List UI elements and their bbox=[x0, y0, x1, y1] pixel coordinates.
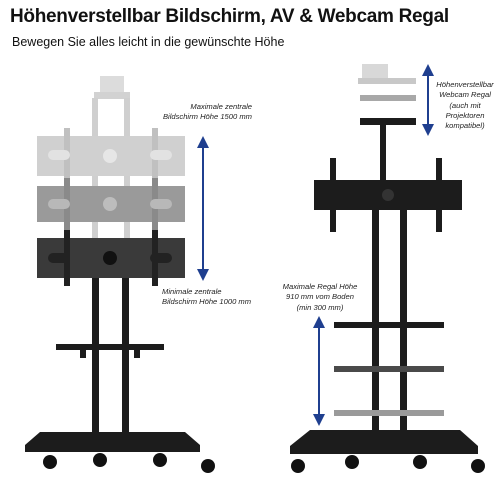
page-subtitle: Bewegen Sie alles leicht in die gewünsch… bbox=[12, 35, 285, 49]
left-max-height-caption: Maximale zentrale Bildschirm Höhe 1500 m… bbox=[140, 102, 252, 123]
caption-line: 910 mm vom Boden bbox=[286, 292, 354, 302]
right-webcam-shelf bbox=[360, 118, 416, 125]
left-mount-mid-ghost bbox=[37, 178, 185, 230]
left-min-height-caption: Minimale zentrale Bildschirm Höhe 1000 m… bbox=[162, 287, 251, 308]
right-shelf-bottom bbox=[334, 410, 444, 416]
caption-line: Minimale zentrale bbox=[162, 287, 222, 296]
caption-line: Projektoren bbox=[445, 110, 485, 120]
caption-line: Maximale zentrale bbox=[190, 102, 252, 111]
left-webcam-shelf-ghost bbox=[94, 92, 130, 99]
caption-line: Webcam Regal bbox=[439, 90, 491, 100]
right-stand bbox=[290, 64, 485, 473]
right-shelf-top bbox=[334, 322, 444, 328]
caption-line: Bildschirm Höhe 1500 mm bbox=[162, 112, 252, 122]
right-webcam-shelf-ghost-2 bbox=[360, 95, 416, 101]
caption-line: kompatibel) bbox=[445, 121, 485, 130]
right-shelf-caption: Maximale Regal Höhe 910 mm vom Boden (mi… bbox=[270, 282, 370, 313]
left-stand bbox=[25, 76, 215, 473]
page-title: Höhenverstellbar Bildschirm, AV & Webcam… bbox=[10, 6, 449, 27]
right-shelf-mid bbox=[334, 366, 444, 372]
left-av-shelf bbox=[56, 344, 164, 350]
caption-line: Bildschirm Höhe 1000 mm bbox=[162, 297, 252, 307]
left-mount-min bbox=[37, 230, 185, 286]
right-base bbox=[290, 430, 478, 454]
right-mount bbox=[314, 158, 462, 232]
caption-line: Höhenverstellbar bbox=[436, 80, 494, 89]
caption-line: (min 300 mm) bbox=[296, 302, 344, 312]
caption-line: Maximale Regal Höhe bbox=[282, 282, 358, 291]
left-mount-max-ghost bbox=[37, 128, 185, 184]
caption-line: (auch mit bbox=[449, 100, 481, 110]
right-webcam-caption: Höhenverstellbar Webcam Regal (auch mit … bbox=[432, 80, 498, 131]
right-webcam-shelf-ghost-1 bbox=[358, 78, 416, 84]
left-base bbox=[25, 432, 200, 452]
